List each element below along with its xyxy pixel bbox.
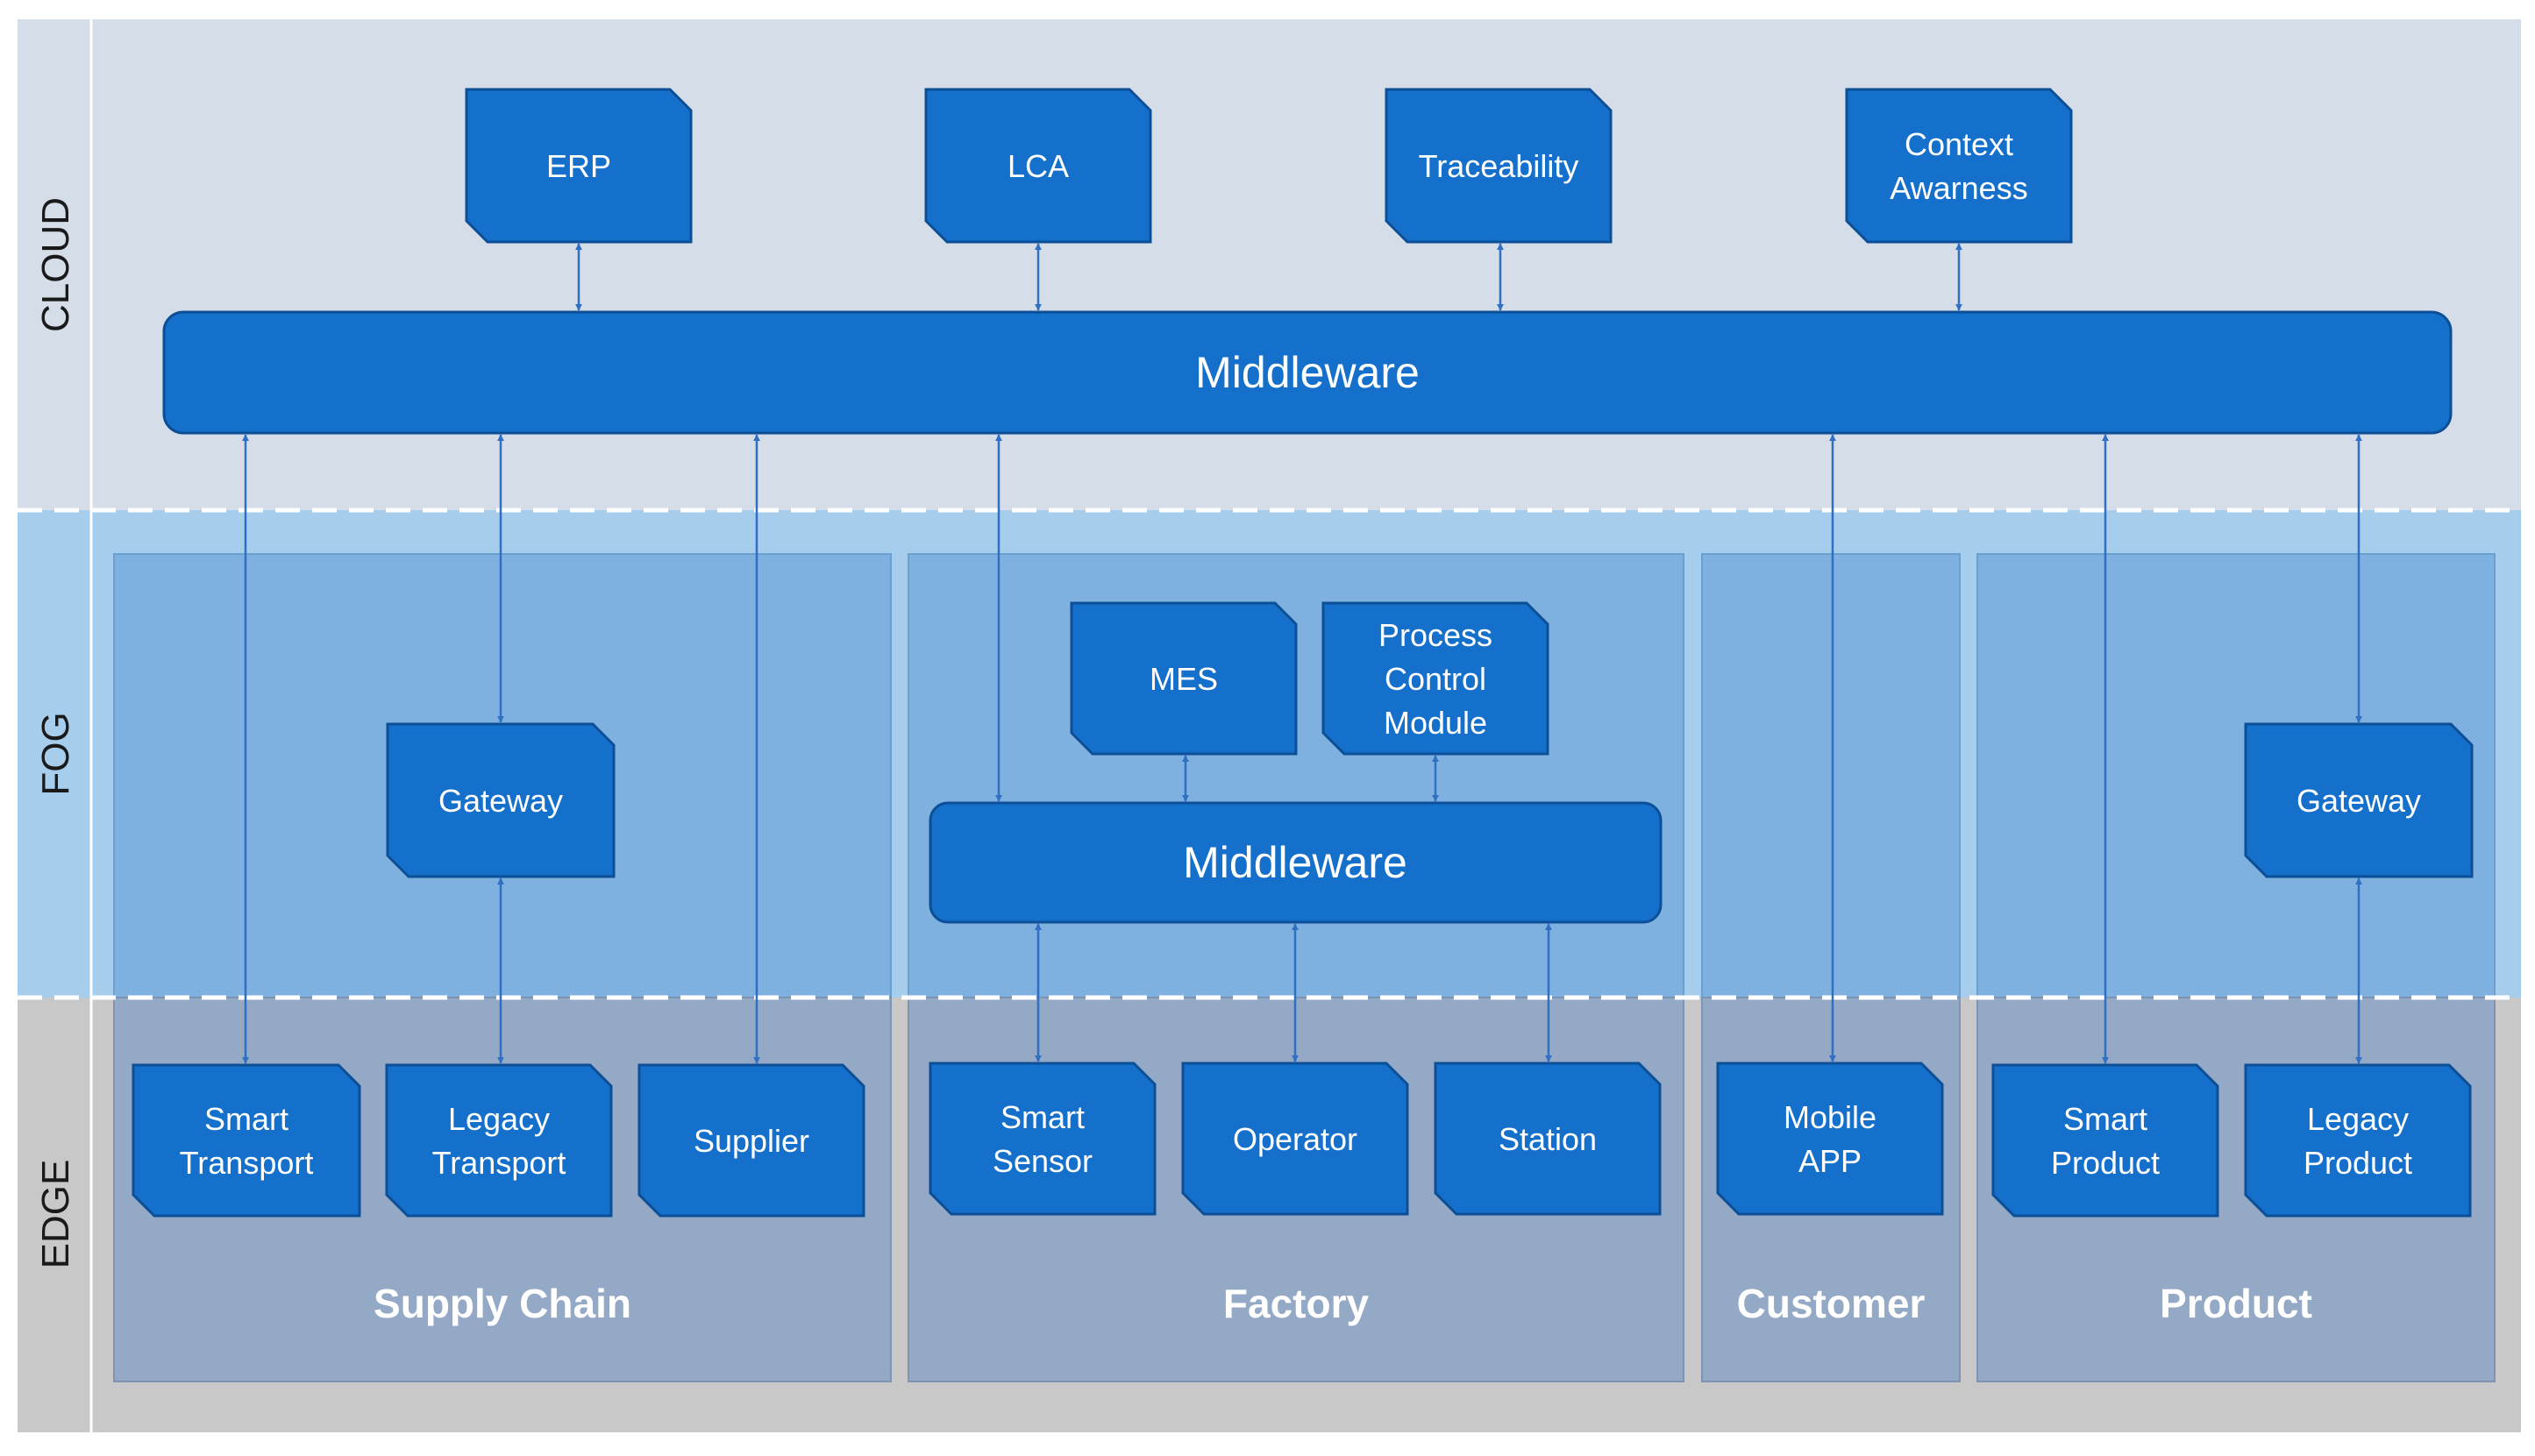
traceability-node <box>1385 88 1613 244</box>
connector-links <box>242 243 2362 1064</box>
smart-product-label-line: Smart <box>2063 1101 2147 1137</box>
operator-label-line: Operator <box>1233 1121 1357 1157</box>
product-gateway-node <box>2244 722 2474 878</box>
process-control-module-label-line: Process <box>1378 617 1492 653</box>
legacy-transport-label-line: Transport <box>432 1145 566 1181</box>
cloud-middleware-bar <box>162 310 2453 435</box>
legacy-product-node <box>2244 1063 2472 1218</box>
station-label-line: Station <box>1499 1121 1597 1157</box>
smart-sensor-node <box>929 1062 1157 1216</box>
mobile-app-label-line: APP <box>1798 1143 1862 1179</box>
process-control-module-label-line: Control <box>1385 661 1486 697</box>
smart-transport-node <box>132 1063 361 1218</box>
legacy-product-label-line: Product <box>2304 1145 2412 1181</box>
supply-chain-gateway-label-line: Gateway <box>438 783 563 819</box>
fog-layer-label: FOG <box>34 712 77 795</box>
domain-panels <box>113 553 2496 1382</box>
legacy-product-label-line: Legacy <box>2307 1101 2409 1137</box>
context-awarness-node <box>1845 88 2073 244</box>
smart-transport-label-line: Smart <box>204 1101 288 1137</box>
erp-label-line: ERP <box>546 148 611 184</box>
smart-transport-label-line: Transport <box>180 1145 314 1181</box>
mobile-app-node <box>1716 1062 1944 1216</box>
cloud-layer-label: CLOUD <box>34 197 77 332</box>
component-nodes: ERP LCA Traceability ContextAwarnessGateway… <box>132 88 2474 1218</box>
product-title: Product <box>2160 1281 2312 1326</box>
customer-fog-panel <box>1701 553 1961 998</box>
process-control-module-label-line: Module <box>1384 705 1487 741</box>
customer-title: Customer <box>1737 1281 1926 1326</box>
mes-node <box>1070 601 1298 756</box>
factory-middleware-label: Middleware <box>1183 838 1407 887</box>
context-awarness-label-line: Awarness <box>1890 170 2027 206</box>
context-awarness-label-line: Context <box>1905 126 2013 162</box>
cloud-middleware-label: Middleware <box>1195 348 1420 397</box>
process-control-module-node <box>1321 601 1549 756</box>
mobile-app-label-line: Mobile <box>1784 1099 1876 1135</box>
supplier-node <box>637 1063 865 1218</box>
supply-chain-gateway-node <box>386 722 616 878</box>
station-node <box>1434 1062 1662 1216</box>
edge-layer-label: EDGE <box>34 1160 77 1269</box>
smart-product-label-line: Product <box>2051 1145 2160 1181</box>
supply-chain-title: Supply Chain <box>374 1281 631 1326</box>
smart-sensor-label-line: Smart <box>1000 1099 1085 1135</box>
operator-node <box>1181 1062 1409 1216</box>
smart-product-node <box>1991 1063 2219 1218</box>
smart-sensor-label-line: Sensor <box>993 1143 1093 1179</box>
product-gateway-label-line: Gateway <box>2296 783 2421 819</box>
cloud-layer-background <box>18 19 2521 510</box>
lca-node <box>924 88 1152 244</box>
erp-node <box>465 88 693 244</box>
mes-label-line: MES <box>1150 661 1218 697</box>
lca-label-line: LCA <box>1008 148 1069 184</box>
traceability-label-line: Traceability <box>1419 148 1579 184</box>
factory-title: Factory <box>1223 1281 1370 1326</box>
legacy-transport-node <box>385 1063 613 1218</box>
factory-middleware-bar <box>929 801 1663 924</box>
supplier-label-line: Supplier <box>694 1123 809 1159</box>
legacy-transport-label-line: Legacy <box>448 1101 550 1137</box>
